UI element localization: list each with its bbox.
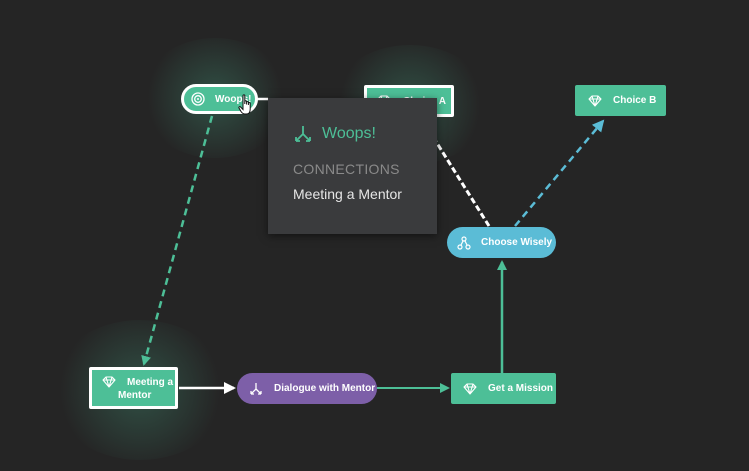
node-label: Woops! [215, 93, 252, 105]
branch-icon [457, 235, 471, 250]
merge-icon [293, 124, 322, 144]
gem-icon [463, 382, 477, 395]
node-choice-b[interactable]: Choice B [575, 85, 666, 116]
node-label-line2: Mentor [118, 390, 152, 401]
node-label: Meeting a [127, 377, 174, 388]
edge-choose-to-choicea[interactable] [433, 139, 491, 227]
gem-icon [102, 376, 116, 388]
node-woops[interactable]: Woops! [181, 84, 258, 114]
node-label: Dialogue with Mentor [274, 383, 376, 394]
node-choose-wisely[interactable]: Choose Wisely [447, 227, 556, 258]
node-label: Choice B [613, 95, 657, 106]
popup-section-label: CONNECTIONS [293, 161, 400, 177]
node-dialogue-with-mentor[interactable]: Dialogue with Mentor [237, 373, 377, 404]
node-meeting-a-mentor[interactable]: Meeting a Mentor [89, 367, 178, 409]
popup-title-text: Woops! [322, 125, 376, 142]
node-get-a-mission[interactable]: Get a Mission [451, 373, 556, 404]
gem-icon [588, 94, 602, 107]
node-label: Get a Mission [488, 383, 554, 394]
merge-icon [249, 382, 263, 396]
node-label: Choose Wisely [481, 237, 553, 248]
hand-cursor-icon [238, 94, 251, 115]
target-icon [191, 92, 205, 106]
node-info-popup: Woops! CONNECTIONS Meeting a Mentor [268, 98, 437, 234]
edge-woops-to-meeting[interactable] [141, 115, 214, 366]
edge-choose-to-choiceb[interactable] [514, 119, 605, 227]
popup-title: Woops! [293, 124, 437, 144]
popup-connection-item[interactable]: Meeting a Mentor [293, 186, 402, 202]
